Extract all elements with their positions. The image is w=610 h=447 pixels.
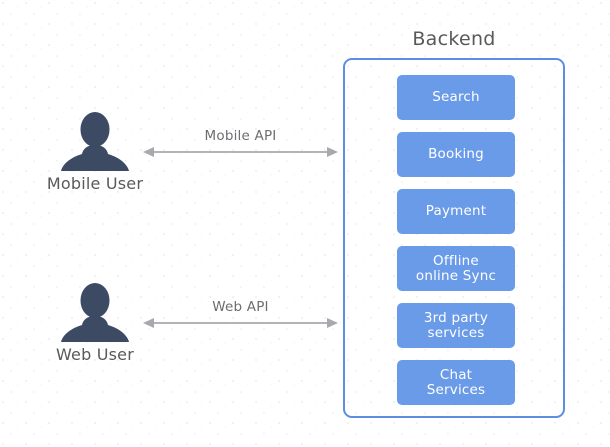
user-avatar-icon xyxy=(61,112,129,171)
service-box-search[interactable]: Search xyxy=(397,75,515,120)
user-avatar-icon xyxy=(61,283,129,342)
actor-web-user[interactable]: Web User xyxy=(25,283,165,364)
double-headed-arrow-icon xyxy=(143,147,338,157)
connection-mobile-api: Mobile API xyxy=(143,128,338,168)
service-box-payment[interactable]: Payment xyxy=(397,189,515,234)
connection-web-api-label: Web API xyxy=(212,299,269,315)
service-box-booking[interactable]: Booking xyxy=(397,132,515,177)
backend-title: Backend xyxy=(412,28,496,50)
service-box-offline-online-sync[interactable]: Offline online Sync xyxy=(397,246,515,291)
actor-mobile-user-label: Mobile User xyxy=(46,174,144,193)
actor-web-user-label: Web User xyxy=(55,345,135,364)
service-box-3rd-party-services[interactable]: 3rd party services xyxy=(397,303,515,348)
connection-mobile-api-label: Mobile API xyxy=(204,128,277,144)
double-headed-arrow-icon xyxy=(143,318,338,328)
connection-web-api: Web API xyxy=(143,299,338,339)
backend-container xyxy=(343,58,565,418)
service-list: Search Booking Payment Offline online Sy… xyxy=(397,75,515,405)
actor-mobile-user[interactable]: Mobile User xyxy=(25,112,165,193)
service-box-chat-services[interactable]: Chat Services xyxy=(397,360,515,405)
